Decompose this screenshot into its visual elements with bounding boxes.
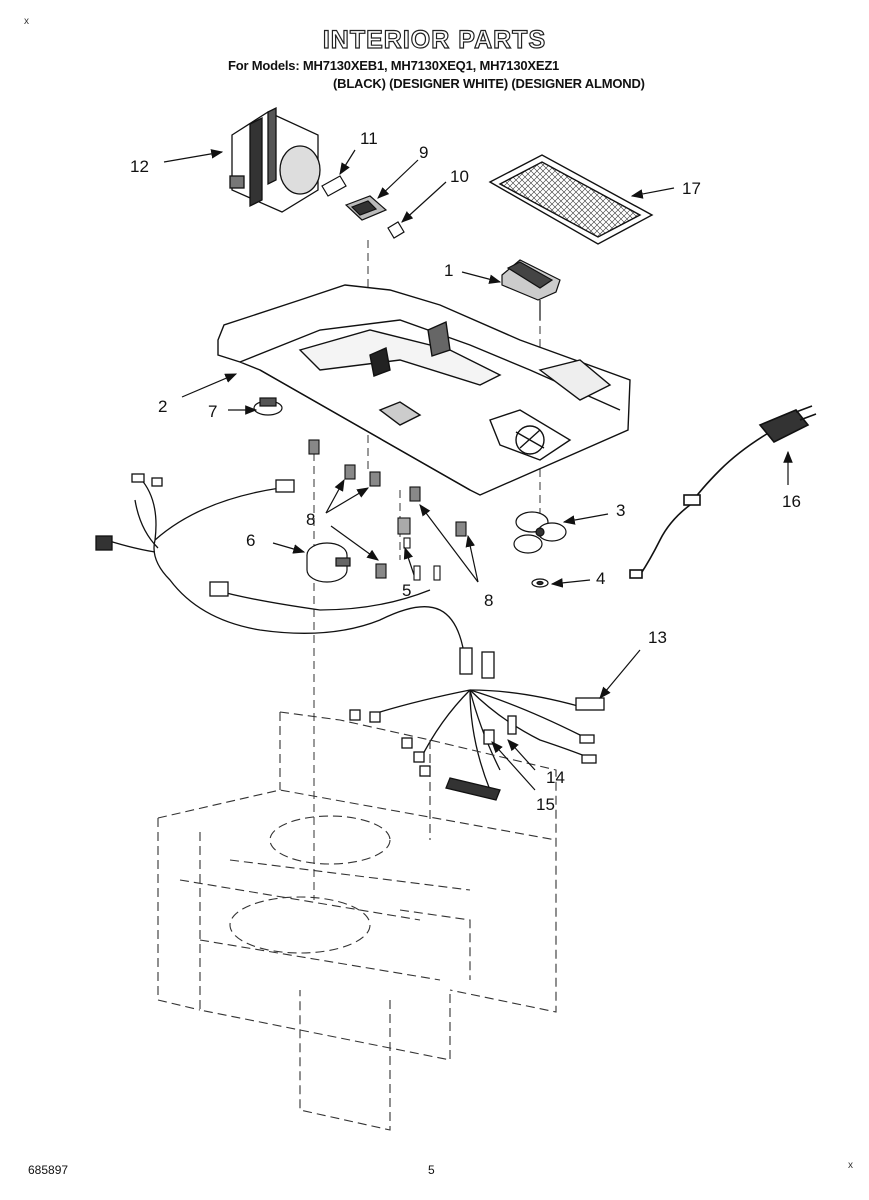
thermal-cutout-part bbox=[253, 397, 283, 416]
callout-5: 5 bbox=[402, 581, 411, 600]
document-number: 685897 bbox=[28, 1163, 69, 1177]
callout-7: 7 bbox=[208, 402, 217, 421]
callout-1: 1 bbox=[444, 261, 453, 280]
callout-11: 11 bbox=[360, 129, 378, 148]
callout-15: 15 bbox=[536, 795, 555, 814]
callout-13: 13 bbox=[648, 628, 667, 647]
callout-labels: 12 11 9 10 17 1 2 7 3 6 8 5 8 4 16 13 14… bbox=[130, 129, 801, 814]
chassis-tray-part bbox=[217, 284, 631, 496]
colors-line: (BLACK) (DESIGNER WHITE) (DESIGNER ALMON… bbox=[333, 76, 645, 91]
interlock-switch-parts bbox=[308, 439, 467, 579]
page-title: INTERIOR PARTS bbox=[322, 25, 547, 54]
fuse-holder-part bbox=[344, 195, 388, 221]
callout-4: 4 bbox=[596, 569, 605, 588]
power-cord-part bbox=[629, 405, 817, 579]
callout-12: 12 bbox=[130, 157, 149, 176]
models-line: For Models: MH7130XEB1, MH7130XEQ1, MH71… bbox=[228, 58, 560, 73]
callout-8-right: 8 bbox=[484, 591, 493, 610]
fuse-part bbox=[321, 175, 347, 197]
motor-part bbox=[306, 542, 351, 583]
callout-8-left: 8 bbox=[306, 510, 315, 529]
washer-part bbox=[531, 578, 549, 588]
callout-17: 17 bbox=[682, 179, 701, 198]
wire-harness-13 bbox=[349, 647, 605, 801]
fan-blade-part bbox=[513, 511, 567, 554]
callout-14: 14 bbox=[546, 768, 565, 787]
callout-6: 6 bbox=[246, 531, 255, 550]
callout-2: 2 bbox=[158, 397, 167, 416]
callout-9: 9 bbox=[419, 143, 428, 162]
leader-arrows bbox=[163, 149, 793, 791]
callout-16: 16 bbox=[782, 492, 801, 511]
blower-assembly-part bbox=[229, 106, 321, 213]
oven-cavity-outline bbox=[157, 711, 557, 1131]
callout-10: 10 bbox=[450, 167, 469, 186]
corner-mark-top: x bbox=[24, 16, 29, 27]
grease-filter-part bbox=[488, 154, 654, 245]
corner-mark-bottom: x bbox=[848, 1160, 853, 1171]
page-number: 5 bbox=[428, 1163, 435, 1177]
wire-harness-left bbox=[95, 473, 466, 661]
callout-3: 3 bbox=[616, 501, 625, 520]
relay-board-part bbox=[501, 259, 561, 320]
lamp-part bbox=[387, 221, 405, 239]
door-switch-part bbox=[397, 517, 441, 581]
